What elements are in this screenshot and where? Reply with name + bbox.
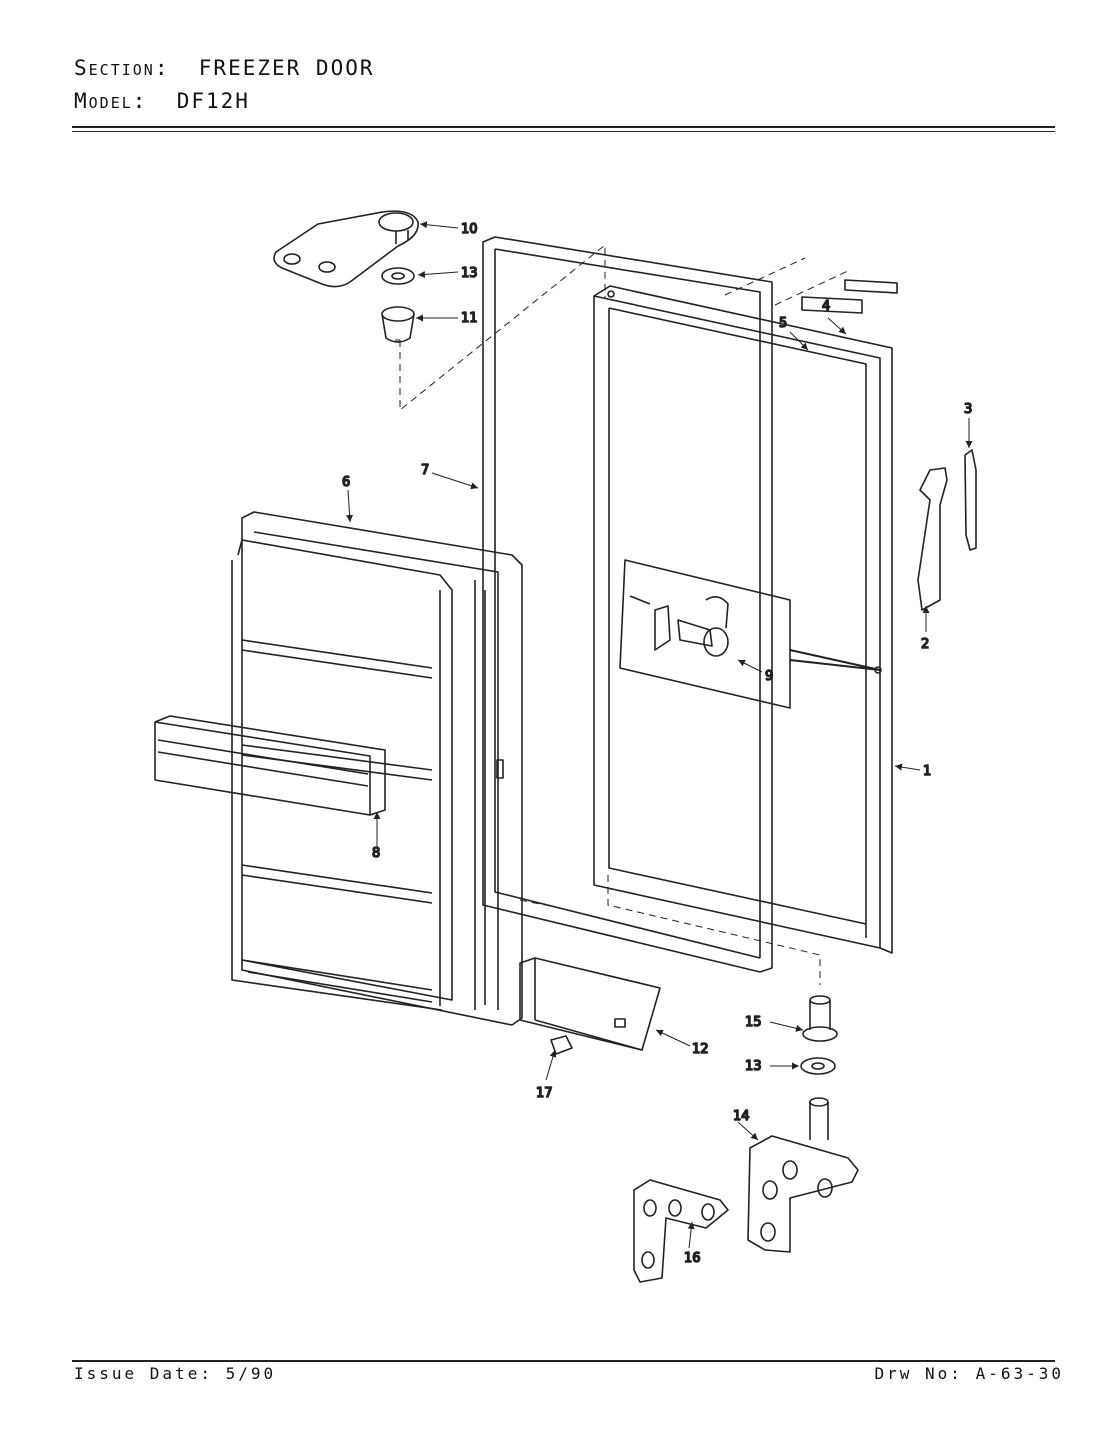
top-bushing (381, 306, 415, 343)
callout-8: 8 (372, 846, 380, 861)
header-rule-bottom (72, 131, 1055, 132)
section-value: FREEZER DOOR (198, 56, 375, 80)
callout-labels: 1 2 3 4 5 6 7 8 9 10 11 12 13 13 14 15 1… (341, 221, 973, 1267)
callout-13-top: 13 (461, 266, 478, 281)
callout-2: 2 (921, 637, 929, 652)
clip-17 (550, 1035, 573, 1055)
top-hinge-plate (273, 210, 419, 288)
callout-17: 17 (536, 1086, 553, 1101)
callout-3: 3 (964, 402, 972, 417)
callout-15: 15 (745, 1015, 762, 1030)
strip-5 (801, 296, 863, 314)
bottom-washer (800, 1057, 836, 1075)
callout-10: 10 (461, 222, 478, 237)
callout-13-bottom: 13 (745, 1059, 762, 1074)
l-bracket (633, 1179, 729, 1283)
header-rule-top (72, 126, 1055, 128)
callout-1: 1 (923, 764, 931, 779)
model-value: DF12H (176, 89, 250, 113)
drawing-number-value: A-63-30 (975, 1364, 1064, 1383)
model-header: Model: DF12H (74, 89, 250, 113)
callout-5: 5 (779, 316, 787, 331)
top-washer (381, 267, 415, 285)
drawing-number: Drw No: A-63-30 (874, 1364, 1064, 1383)
pivot-pin (802, 995, 838, 1042)
inner-door-liner (231, 511, 523, 1026)
drawing-number-label: Drw No: (874, 1364, 963, 1383)
issue-date-value: 5/90 (225, 1364, 277, 1383)
section-header: Section: FREEZER DOOR (74, 56, 375, 80)
callout-4: 4 (822, 299, 830, 314)
door-handle (917, 467, 948, 611)
callout-16: 16 (684, 1251, 701, 1266)
outer-door-panel (593, 285, 893, 954)
callout-11: 11 (461, 311, 478, 326)
model-label: Model: (74, 89, 148, 113)
callout-7: 7 (421, 463, 429, 478)
callout-6: 6 (342, 475, 350, 490)
shelf-bar (154, 715, 386, 816)
footer-rule (72, 1360, 1055, 1362)
handle-cover (964, 449, 977, 551)
callout-14: 14 (733, 1109, 750, 1124)
door-gasket (482, 236, 773, 973)
bottom-hinge (747, 1097, 859, 1253)
section-label: Section: (74, 56, 170, 80)
callout-9: 9 (765, 669, 773, 684)
issue-date-label: Issue Date: (74, 1364, 213, 1383)
issue-date: Issue Date: 5/90 (74, 1364, 276, 1383)
callout-12: 12 (692, 1042, 709, 1057)
lock-assembly-inset (619, 559, 882, 709)
leader-lines (346, 221, 973, 1249)
bottom-trim (519, 957, 661, 1051)
strip-4 (844, 279, 898, 294)
